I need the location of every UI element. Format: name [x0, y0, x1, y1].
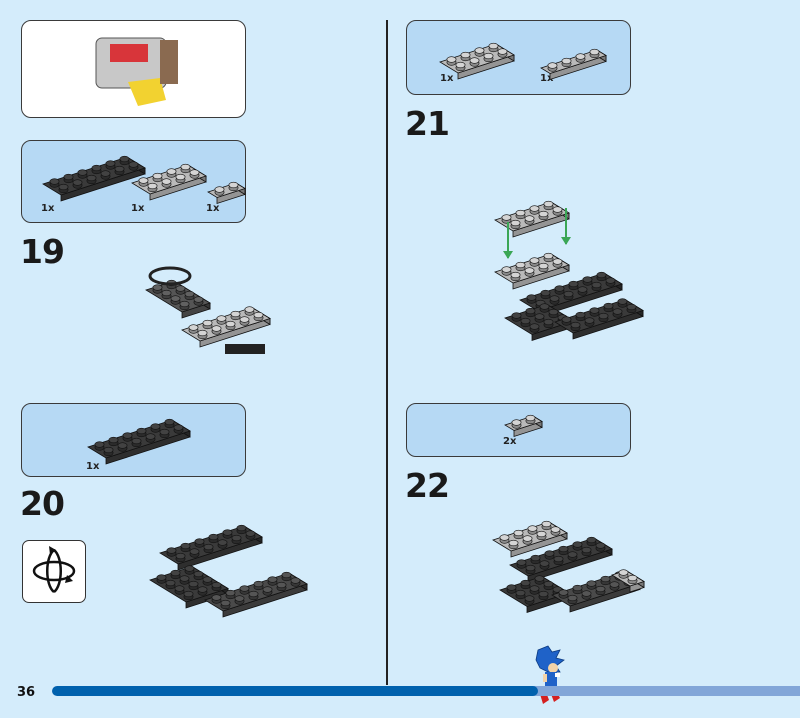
column-divider: [386, 20, 388, 685]
part-qty: 1x: [540, 73, 554, 84]
progress-bar-fill: [52, 686, 539, 696]
model-22-black-plate-a: [509, 536, 613, 583]
model-21-black-plate-c: [554, 298, 644, 340]
step-number: 22: [405, 466, 450, 505]
progress-bar: [52, 686, 800, 696]
yellow-part: [128, 78, 166, 106]
model-21-black-plate-b: [504, 303, 575, 342]
part-grey-1x2-rounded-plate: [207, 181, 246, 205]
model-19-base: [145, 279, 211, 319]
parts-box-step-20: 1x: [21, 403, 246, 477]
part-qty: 1x: [86, 461, 100, 472]
part-qty: 2x: [503, 436, 517, 447]
arrow-head: [503, 251, 513, 259]
part-grey-2x4-plate: [439, 42, 515, 80]
model-21-grey-plate: [494, 252, 570, 290]
part-black-2x6-plate: [42, 155, 146, 202]
step-number: 21: [405, 104, 450, 143]
part-qty: 1x: [41, 203, 55, 214]
model-19-underside: [225, 344, 265, 354]
rotate-model-icon: [22, 540, 86, 603]
model-20-plate-c: [204, 571, 308, 618]
model-22-grey-plate: [492, 520, 568, 558]
step-number: 20: [20, 484, 65, 523]
model-19-grey-plate: [181, 306, 271, 348]
part-qty: 1x: [206, 203, 220, 214]
brown-part: [160, 40, 178, 84]
step-number: 19: [20, 232, 65, 271]
model-21-new-plate: [494, 200, 570, 238]
part-grey-1x4-plate: [540, 48, 607, 81]
model-21-black-plate-a: [519, 271, 623, 318]
model-20-plate-a: [159, 524, 263, 571]
part-black-2x6-plate: [87, 418, 191, 465]
model-20-plate-b: [149, 565, 229, 609]
page-number: 36: [17, 685, 36, 700]
red-part: [110, 44, 148, 62]
part-grey-1x2-rounded-plate: [504, 414, 543, 438]
rounded-plate-outline: [148, 266, 192, 286]
part-qty: 1x: [131, 203, 145, 214]
part-qty: 1x: [440, 73, 454, 84]
part-grey-2x4-plate: [131, 163, 207, 201]
model-22-rounded-plates: [611, 569, 645, 593]
arrow-head: [561, 237, 571, 245]
